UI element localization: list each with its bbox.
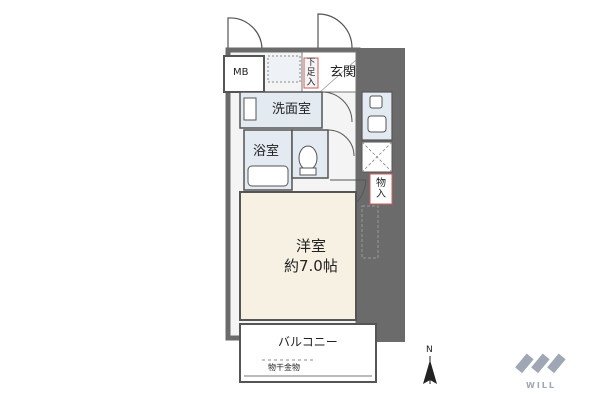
mb-label: MB (233, 67, 249, 78)
mb-box (223, 55, 265, 93)
balcony-label: バルコニー (278, 335, 338, 349)
brand-logo-icon (515, 353, 566, 374)
balcony-area (239, 323, 377, 383)
wall-cabinet (361, 205, 379, 259)
mb-door-arc (227, 17, 263, 49)
genkan-diagonal (319, 59, 357, 93)
laundry-hardware-label: 物干金物 (268, 363, 300, 372)
western-room-size: 約7.0帖 (284, 257, 338, 275)
toilet-bowl (298, 145, 318, 171)
washroom-label: 洗面室 (272, 102, 312, 117)
closet-label: 物入 (376, 178, 386, 200)
shoe-storage-box (303, 57, 319, 89)
genkan-label: 玄関 (330, 65, 357, 80)
fridge-cross-2 (361, 141, 393, 173)
toilet-tank (299, 167, 317, 176)
top-shelf (267, 55, 301, 83)
sink (367, 115, 387, 133)
bathroom-label: 浴室 (253, 144, 280, 159)
brand-name: WILL (526, 381, 556, 390)
bathtub (247, 165, 289, 187)
north-label: N (426, 345, 433, 355)
western-room-area (239, 191, 357, 321)
western-room-name: 洋室 (296, 237, 327, 255)
shoe-storage-label: 下足入 (306, 58, 316, 88)
toilet-door-arc (327, 129, 355, 157)
closet-area (369, 173, 393, 205)
stove-burner (369, 95, 383, 109)
entry-door-arc (317, 13, 353, 49)
washbasin (243, 97, 257, 121)
washroom-door-arc (321, 91, 353, 123)
